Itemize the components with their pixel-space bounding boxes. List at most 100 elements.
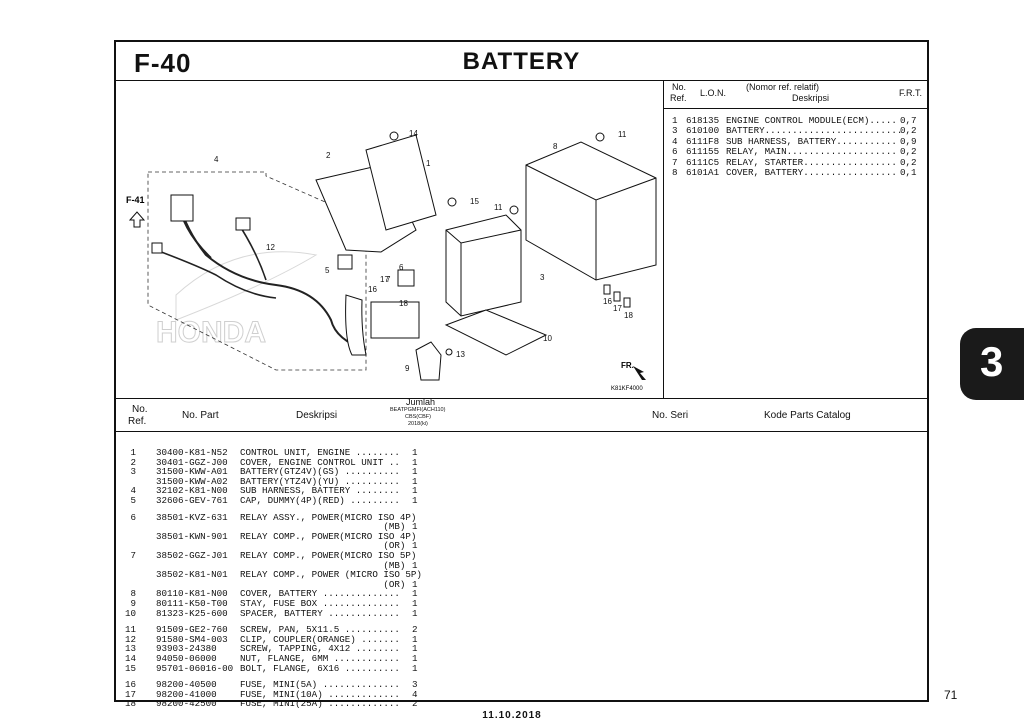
part-ref: 18 bbox=[124, 698, 136, 710]
lon-code: 6111C5 bbox=[686, 156, 720, 168]
relay-shape bbox=[337, 254, 353, 270]
part-ref: 3 bbox=[130, 466, 136, 478]
part-ref: 1 bbox=[130, 447, 136, 458]
part-number: 93903-24380 bbox=[156, 643, 217, 655]
part-desc: FUSE, MINI(5A) .............. bbox=[240, 679, 400, 691]
callout-number: 16 bbox=[603, 297, 612, 306]
part-qty: 1 bbox=[412, 662, 418, 674]
exploded-diagram: HONDA F-41 bbox=[116, 80, 664, 398]
part-qty: 2 bbox=[412, 624, 418, 636]
part-ref: 5 bbox=[130, 495, 136, 506]
lon-ref: 3 bbox=[672, 125, 678, 137]
part-number: 91580-SM4-003 bbox=[156, 633, 228, 645]
part-desc: FUSE, MINI(10A) ............. bbox=[240, 688, 400, 700]
lon-frt: 0,2 bbox=[900, 146, 917, 158]
part-ref: 4 bbox=[130, 485, 136, 497]
callout-number: 8 bbox=[553, 142, 558, 151]
bolt-shape bbox=[447, 197, 457, 207]
part-qty: 1 bbox=[412, 485, 418, 497]
part-desc: FUSE, MINI(25A) ............. bbox=[240, 698, 400, 710]
part-desc: SCREW, TAPPING, 4X12 ........ bbox=[240, 643, 400, 655]
harness-group-outline bbox=[147, 171, 367, 371]
lon-code: 6101A1 bbox=[686, 166, 720, 178]
callout-number: 12 bbox=[266, 243, 275, 252]
part-ref: 10 bbox=[124, 607, 136, 619]
part-qty: 1 bbox=[412, 643, 418, 655]
part-desc: STAY, FUSE BOX .............. bbox=[240, 598, 400, 609]
part-desc: CONTROL UNIT, ENGINE ........ bbox=[240, 447, 400, 458]
screw-shape bbox=[595, 132, 605, 142]
part-desc: (MB) bbox=[240, 559, 406, 571]
part-desc: CLIP, COUPLER(ORANGE) ....... bbox=[240, 633, 400, 645]
part-desc: (MB) bbox=[240, 521, 406, 533]
part-qty: 1 bbox=[412, 540, 418, 552]
part-number: 98200-40500 bbox=[156, 679, 217, 691]
part-qty: 4 bbox=[412, 688, 418, 700]
parts-table-row: (OR) 1 bbox=[116, 578, 546, 590]
lon-ref: 1 bbox=[672, 115, 678, 126]
part-qty: 1 bbox=[412, 653, 418, 664]
part-desc: RELAY ASSY., POWER(MICRO ISO 4P) bbox=[240, 511, 417, 523]
lon-code: 6111F8 bbox=[686, 135, 720, 147]
lon-frt: 0,2 bbox=[900, 156, 917, 168]
part-qty: 1 bbox=[412, 607, 418, 619]
labor-table-header: No. Ref. L.O.N. (Nomor ref. relatif) Des… bbox=[664, 80, 929, 109]
labor-time-table: No. Ref. L.O.N. (Nomor ref. relatif) Des… bbox=[664, 80, 929, 398]
fuse-box-shape bbox=[370, 301, 420, 339]
parts-head-seri: No. Seri bbox=[652, 410, 689, 421]
part-number: 38501-KVZ-631 bbox=[156, 511, 228, 523]
lon-head-frt: F.R.T. bbox=[899, 88, 923, 98]
part-ref: 14 bbox=[124, 653, 136, 664]
fuse-shape bbox=[613, 291, 621, 302]
part-qty: 1 bbox=[412, 578, 418, 590]
part-number: 80110-K81-N00 bbox=[156, 588, 228, 600]
battery-cover-shape bbox=[525, 141, 657, 281]
part-desc: BOLT, FLANGE, 6X16 .......... bbox=[240, 662, 400, 674]
battery-cover-edge bbox=[525, 164, 657, 280]
lon-ref: 7 bbox=[672, 156, 678, 168]
part-desc: (OR) bbox=[240, 578, 406, 590]
callout-number: 13 bbox=[456, 350, 465, 359]
fr-label: FR. bbox=[621, 361, 634, 370]
harness-connector bbox=[151, 242, 163, 254]
part-desc: SCREW, PAN, 5X11.5 .......... bbox=[240, 624, 400, 636]
part-number: 38501-KWN-901 bbox=[156, 530, 228, 542]
fuse-box-stay-shape bbox=[415, 341, 442, 381]
part-qty: 1 bbox=[412, 633, 418, 645]
screw-shape bbox=[509, 205, 519, 215]
part-number: 80111-K50-T00 bbox=[156, 598, 228, 609]
part-ref: 15 bbox=[124, 662, 136, 674]
callout-number: 17 bbox=[613, 304, 622, 313]
section-code: F-40 bbox=[134, 48, 192, 78]
part-number: 98200-42500 bbox=[156, 698, 217, 710]
part-qty: 1 bbox=[412, 495, 418, 506]
page-title: BATTERY bbox=[462, 48, 581, 75]
lon-head-ref: Ref. bbox=[670, 93, 687, 103]
part-number: 38502-K81-N01 bbox=[156, 569, 228, 581]
callout-number: 14 bbox=[409, 129, 418, 138]
parts-head-no: No. bbox=[132, 404, 148, 415]
part-number: 31500-KWW-A02 bbox=[156, 475, 228, 487]
lon-frt: 0,7 bbox=[900, 115, 917, 126]
ecu-shape bbox=[365, 134, 437, 231]
part-qty: 1 bbox=[412, 521, 418, 533]
part-qty: 1 bbox=[412, 475, 418, 487]
page-number: 71 bbox=[944, 688, 958, 702]
screw-shape bbox=[445, 348, 453, 356]
